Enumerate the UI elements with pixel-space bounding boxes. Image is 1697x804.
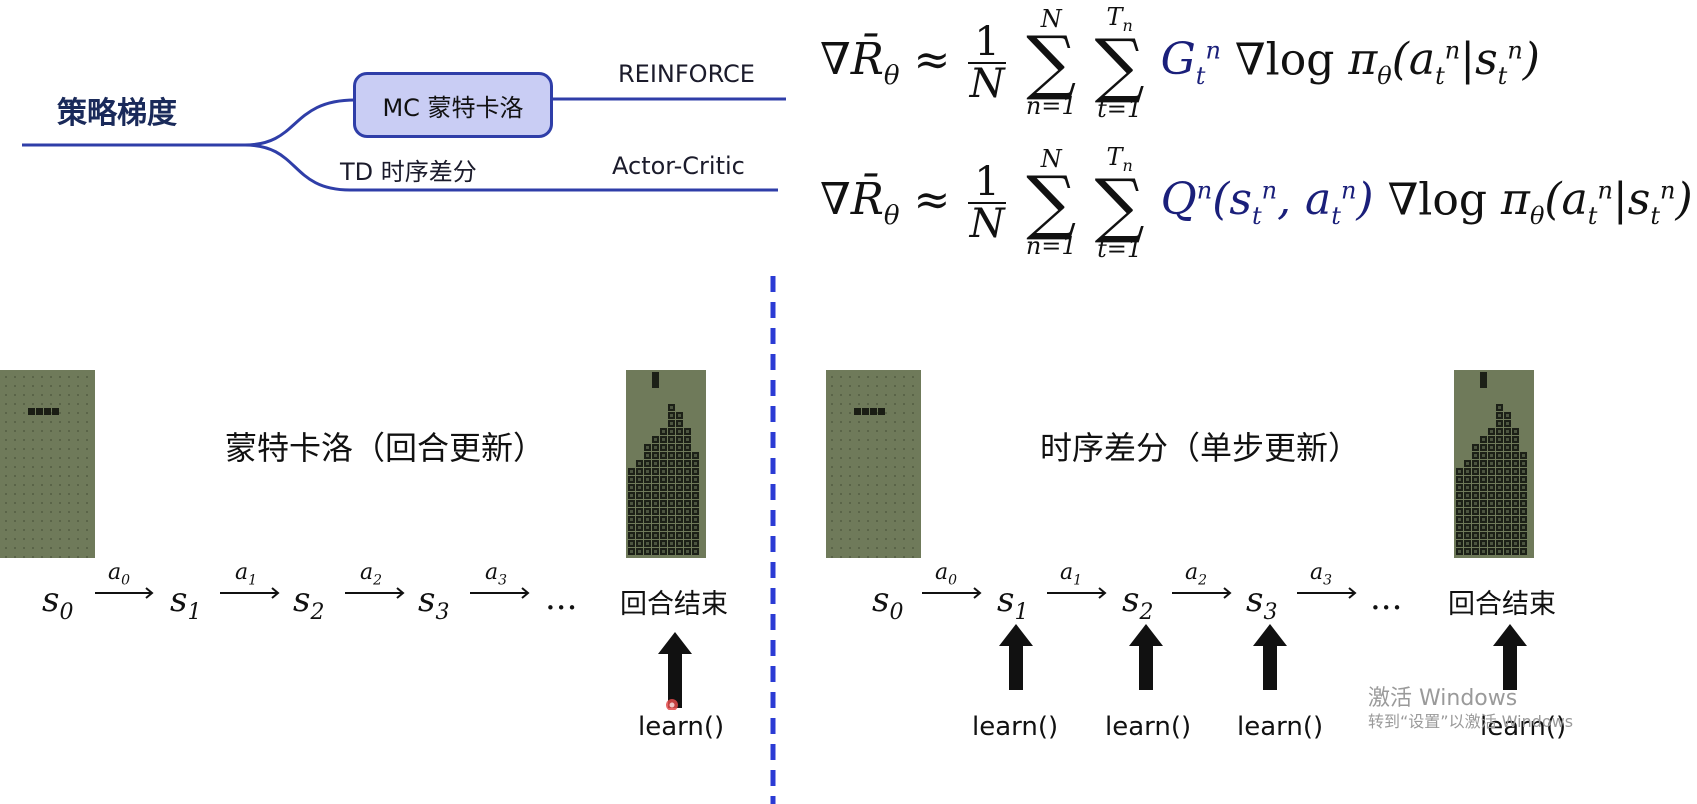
formula1-sum-n: N∑n=1	[1025, 5, 1077, 121]
right-learn-arrow-0	[999, 624, 1033, 690]
windows-activation-title: 激活 Windows	[1368, 686, 1518, 711]
right-learn-arrow-1	[1129, 624, 1163, 690]
mindmap-lines	[22, 97, 786, 192]
mindmap-reinforce-label: REINFORCE	[618, 60, 755, 88]
right-learn-label-2: learn()	[1237, 712, 1324, 742]
right-action-3: a3	[1310, 560, 1333, 589]
left-state-3: s3	[418, 580, 450, 625]
mindmap-mc-node: MC 蒙特卡洛	[353, 72, 553, 138]
tetris-board-end-left	[626, 370, 706, 558]
right-ellipsis: ...	[1370, 578, 1403, 618]
mindmap-root: 策略梯度	[57, 96, 177, 131]
right-state-3: s3	[1246, 580, 1278, 625]
left-action-arrows	[95, 587, 530, 599]
left-action-2: a2	[360, 560, 383, 589]
left-state-0: s0	[42, 580, 74, 625]
left-learn-label-0: learn()	[638, 712, 725, 742]
mindmap-td-label: TD 时序差分	[340, 158, 477, 186]
mindmap-mc-label: MC 蒙特卡洛	[382, 93, 524, 122]
left-episode-end: 回合结束	[620, 589, 728, 620]
left-action-0: a0	[108, 560, 131, 589]
right-learn-arrow-3	[1493, 624, 1527, 690]
left-panel-title: 蒙特卡洛（回合更新）	[225, 429, 546, 467]
right-state-2: s2	[1122, 580, 1154, 625]
right-learn-label-0: learn()	[972, 712, 1059, 742]
right-learn-label-1: learn()	[1105, 712, 1192, 742]
right-state-1: s1	[997, 580, 1029, 625]
left-state-2: s2	[293, 580, 325, 625]
formula1-sum-t: Tn∑t=1	[1094, 3, 1145, 123]
right-learn-arrow-2	[1253, 624, 1287, 690]
right-learn-label-3: learn()	[1480, 712, 1567, 742]
left-action-1: a1	[235, 560, 258, 589]
mindmap-actor-critic-label: Actor-Critic	[612, 152, 745, 180]
windows-activation-hint: 转到“设置”以激活 Windows	[1368, 712, 1574, 731]
right-action-1: a1	[1060, 560, 1083, 589]
formula2-sum-n: N∑n=1	[1025, 145, 1077, 261]
right-state-0: s0	[872, 580, 904, 625]
right-action-arrows	[922, 587, 1357, 599]
right-episode-end: 回合结束	[1448, 589, 1556, 620]
formula2-sum-t: Tn∑t=1	[1094, 143, 1145, 263]
tetris-board-start-right	[826, 370, 921, 558]
panel-divider	[770, 276, 776, 804]
left-learn-arrow-0	[658, 632, 692, 710]
left-state-1: s1	[170, 580, 202, 625]
right-panel-title: 时序差分（单步更新）	[1040, 429, 1361, 467]
right-action-2: a2	[1185, 560, 1208, 589]
tetris-board-start-left	[0, 370, 95, 558]
tetris-board-end-right	[1454, 370, 1534, 558]
right-action-0: a0	[935, 560, 958, 589]
left-action-3: a3	[485, 560, 508, 589]
left-ellipsis: ...	[545, 578, 578, 618]
